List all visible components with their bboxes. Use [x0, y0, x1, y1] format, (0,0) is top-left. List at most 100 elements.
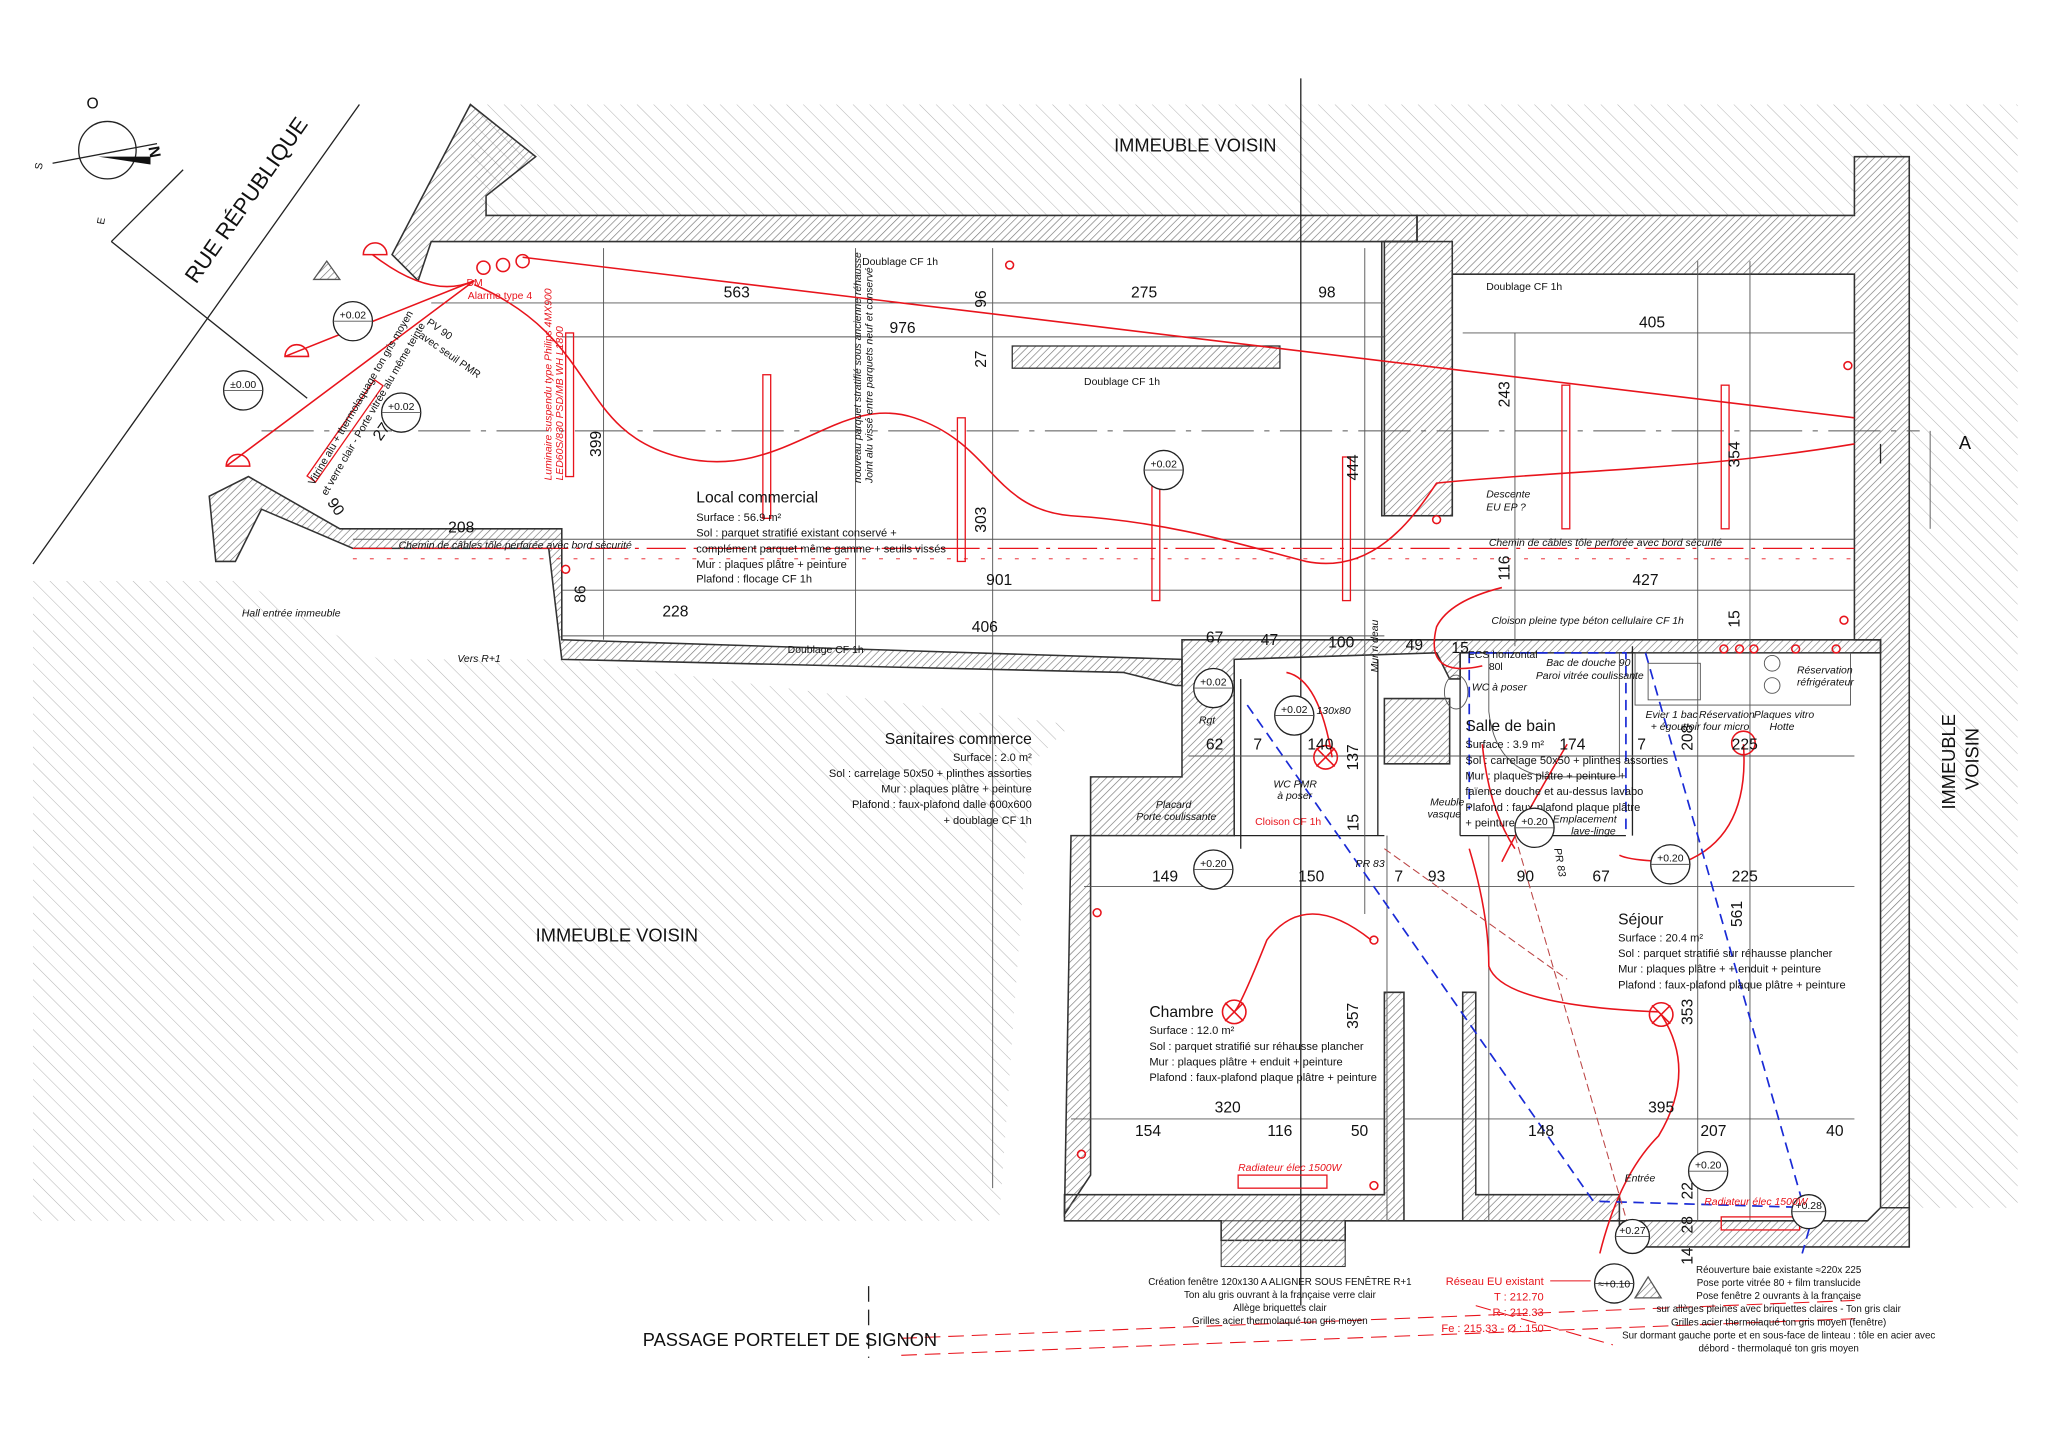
level-value: +0.27: [1619, 1226, 1646, 1237]
note-four: Réservation: [1699, 710, 1755, 721]
dimension: 116: [1267, 1123, 1292, 1140]
level-value: +0.28: [1796, 1201, 1823, 1212]
room-floor: Sol : parquet stratifié existant conserv…: [696, 528, 896, 540]
entrance-triangle: [312, 260, 342, 281]
sewer-note-line: T : 212.70: [1494, 1291, 1544, 1303]
room-sejour: Séjour Surface : 20.4 m² Sol : parquet s…: [1618, 911, 1846, 991]
level-markers: ±0.00 +0.02 +0.02 +0.02 +0.02 +0.02 +0.2…: [222, 300, 1827, 1304]
note-lave-linge-2: lave-linge: [1571, 826, 1616, 837]
window-note-line: Allège briquettes clair: [1233, 1303, 1327, 1314]
dimension: 405: [1639, 315, 1665, 332]
dimension: 154: [1135, 1123, 1161, 1140]
compass-south: S: [34, 162, 46, 171]
note-luminaire-2: LED60S/830 PSD/MB WH L1800: [555, 326, 566, 481]
level-value: +0.02: [1150, 459, 1177, 470]
dimension: 86: [572, 585, 589, 603]
dimension: 7: [1394, 868, 1403, 885]
room-salle-de-bain: Salle de bain Surface : 3.9 m² Sol : car…: [1465, 718, 1668, 829]
door-note-line: Sur dormant gauche porte et en sous-face…: [1622, 1330, 1935, 1341]
sewer-note-line: R : 212.33: [1493, 1307, 1544, 1319]
dimension: 40: [1826, 1123, 1844, 1140]
door-note-line: Réouverture baie existante ≈220x 225: [1696, 1265, 1862, 1276]
dimension: 320: [1215, 1099, 1241, 1116]
note-douche-2: Paroi vitrée coulissante: [1536, 671, 1644, 682]
note-entree: Entrée: [1625, 1174, 1656, 1185]
dimension: 15: [1345, 814, 1362, 832]
level-marker: +0.02: [1193, 667, 1234, 709]
neighbor-left-label: IMMEUBLE VOISIN: [536, 924, 698, 945]
note-wc: WC à poser: [1472, 683, 1528, 694]
note-frigo-2: réfrigérateur: [1797, 677, 1854, 688]
passage-label: PASSAGE PORTELET DE SIGNON: [643, 1329, 937, 1350]
compass-west: O: [87, 95, 99, 112]
dimension: 208: [1680, 724, 1697, 750]
dimension: 96: [973, 290, 990, 308]
dimension: 225: [1732, 736, 1758, 753]
room-surface: Surface : 12.0 m²: [1149, 1025, 1234, 1037]
level-marker: +0.20: [1650, 844, 1691, 885]
note-evier-2: + égouttoir: [1651, 722, 1701, 733]
room-floor-2: complément parquet même gamme + seuils v…: [696, 543, 946, 555]
street: [32, 104, 360, 565]
level-marker: +0.02: [1143, 449, 1184, 491]
dimension-lines: [261, 78, 1931, 1358]
sewer-note-line: Réseau EU existant: [1446, 1276, 1544, 1288]
room-wall: Mur : plaques plâtre + enduit + peinture: [1149, 1056, 1342, 1068]
note-cloison-beton: Cloison pleine type béton cellulaire CF …: [1491, 616, 1684, 627]
window-note-line: Grilles acier thermolaqué ton gris moyen: [1192, 1316, 1368, 1327]
dimension: 563: [724, 285, 750, 302]
dimension: 137: [1345, 744, 1362, 770]
room-wall: Mur : plaques plâtre + peinture +: [1465, 770, 1625, 782]
dimension: 90: [1517, 868, 1535, 885]
note-dm: DM: [466, 278, 482, 289]
level-value: +0.02: [1281, 705, 1308, 716]
dimension: 444: [1345, 454, 1362, 480]
dimension: 116: [1497, 555, 1514, 580]
dimension: 28: [1680, 1216, 1697, 1234]
note-plaques: Plaques vitro: [1754, 710, 1815, 721]
dimension: 406: [972, 619, 998, 636]
dimension: 207: [1700, 1123, 1726, 1140]
dimension: 228: [662, 603, 688, 620]
neighbor-right-label-2: VOISIN: [1961, 728, 1982, 790]
note-luminaire: Luminaire suspendu type Philips 4MX900: [543, 288, 554, 480]
dimension: 100: [1328, 635, 1354, 652]
room-floor: Sol : parquet stratifié sur réhausse pla…: [1618, 948, 1833, 960]
note-meuble-vasque: Meuble: [1430, 798, 1464, 809]
note-four-2: four micro: [1703, 722, 1750, 733]
room-floor: Sol : carrelage 50x50 + plinthes assorti…: [829, 768, 1032, 780]
level-marker: +0.20: [1687, 1150, 1729, 1192]
door-note-line: Grilles acier thermolaqué ton gris moyen…: [1671, 1317, 1886, 1328]
level-marker: +0.28: [1791, 1194, 1827, 1230]
room-name: Chambre: [1149, 1004, 1214, 1021]
room-surface: Surface : 20.4 m²: [1618, 932, 1703, 944]
room-ceiling: Plafond : faux-plafond plaque plâtre: [1465, 802, 1640, 814]
room-chambre: Chambre Surface : 12.0 m² Sol : parquet …: [1149, 1004, 1377, 1084]
room-surface: Surface : 2.0 m²: [953, 752, 1032, 764]
room-name: Sanitaires commerce: [885, 731, 1032, 748]
dimension: 208: [448, 520, 474, 537]
door-note-line: sur allèges pleines avec briquettes clai…: [1656, 1304, 1901, 1315]
room-ceiling: Plafond : faux-plafond dalle 600x600: [852, 799, 1032, 811]
dimension: 275: [1131, 285, 1157, 302]
level-marker: +0.02: [380, 392, 422, 433]
door-note: Réouverture baie existante ≈220x 225 Pos…: [1622, 1265, 1935, 1354]
level-value: +0.02: [1200, 677, 1227, 688]
note-frigo: Réservation: [1797, 666, 1853, 677]
dimension: 15: [1451, 640, 1469, 657]
window-note: Création fenêtre 120x130 A ALIGNER SOUS …: [1148, 1277, 1411, 1327]
neighbor-top-label: IMMEUBLE VOISIN: [1114, 134, 1276, 155]
dimension: 15: [1727, 610, 1744, 628]
room-ceiling-2: + doublage CF 1h: [943, 815, 1031, 827]
room-wall: Mur : plaques plâtre + peinture: [881, 784, 1032, 796]
room-ceiling: Plafond : flocage CF 1h: [696, 573, 812, 585]
room-floor: Sol : carrelage 50x50 + plinthes assorti…: [1465, 755, 1668, 767]
room-wall: Mur : plaques plâtre + + enduit + peintu…: [1618, 964, 1821, 976]
dimension-labels: 563 275 98 976 96 27 405 243 354 399 303…: [323, 285, 1843, 1265]
level-marker: ±0.00: [222, 370, 264, 411]
note-mur-rideau: Mur ri deau: [1370, 619, 1381, 672]
door-note-line: Pose fenêtre 2 ouvrants à la française: [1696, 1291, 1861, 1302]
entrance-triangle-2: [1633, 1275, 1663, 1299]
note-pr83: PR 83: [1356, 859, 1385, 870]
dimension: 976: [890, 320, 916, 337]
